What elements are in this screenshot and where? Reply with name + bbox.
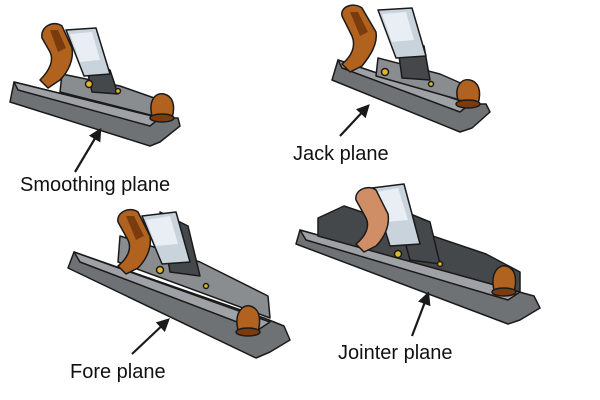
fore-plane-icon [67,208,291,359]
jack-plane-label: Jack plane [293,143,389,165]
smoothing-plane-icon [9,22,181,147]
jointer-plane-arrow-icon [410,291,431,337]
fore-plane-arrow-icon [131,318,170,355]
smoothing-plane-label: Smoothing plane [20,174,171,196]
jack-plane-icon [331,4,491,133]
jack-plane-arrow-icon [339,104,370,137]
fore-plane-label: Fore plane [70,361,166,383]
jointer-plane-icon [295,183,541,325]
jointer-plane-label: Jointer plane [338,342,453,364]
smoothing-plane-arrow-icon [74,127,102,173]
